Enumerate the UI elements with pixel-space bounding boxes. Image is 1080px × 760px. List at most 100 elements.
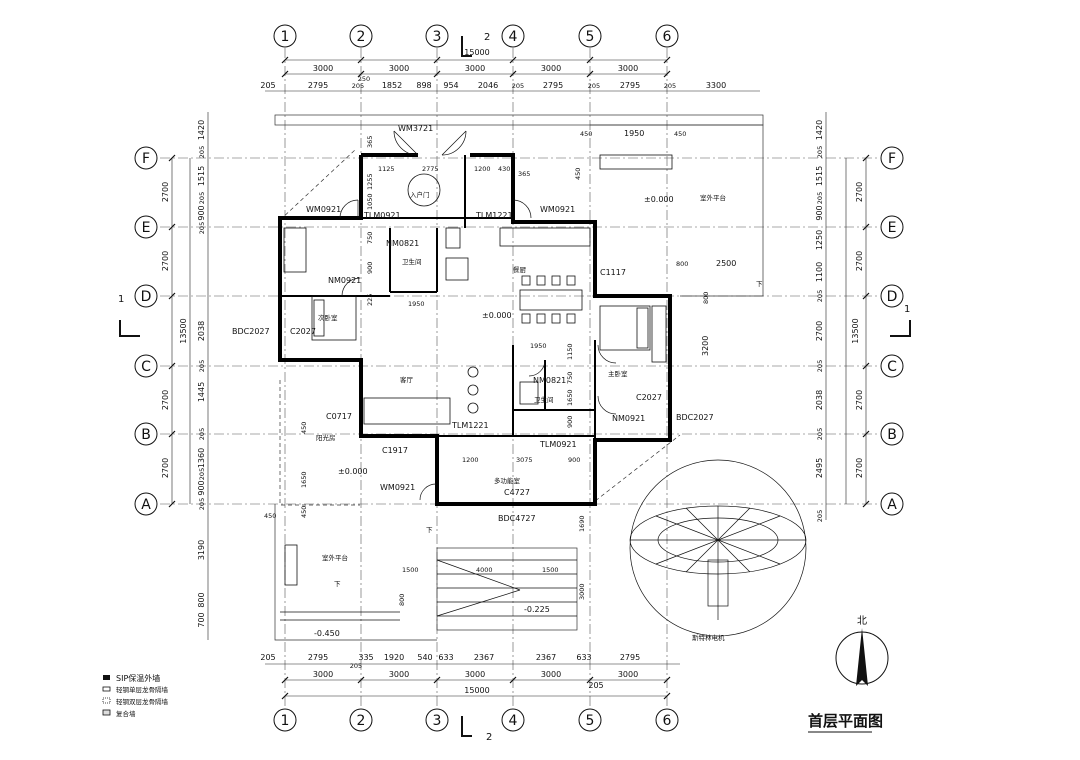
- idim-800-c: 800: [398, 594, 406, 606]
- tag-wm3721: WM3721: [398, 124, 433, 133]
- axis-bubbles-bottom: [273, 708, 679, 732]
- dim-left-detail-9: 1445: [197, 382, 206, 402]
- dim-top-detail-8: 2046: [478, 81, 498, 90]
- dim-bottom-bay-2: 3000: [389, 670, 409, 679]
- down-1: 下: [756, 280, 763, 288]
- dim-left-detail-17: 800: [197, 592, 206, 607]
- idim-1150: 1150: [566, 343, 574, 360]
- room-bathroom-2: 卫生间: [534, 395, 554, 404]
- legend-swatch-sip: [103, 675, 110, 680]
- idim-1125: 1125: [378, 165, 395, 173]
- idim-450-e: 450: [300, 506, 308, 518]
- dim-right-detail-4: 205: [816, 192, 824, 204]
- tag-bdc2027-l: BDC2027: [232, 327, 270, 336]
- dim-left-detail-7: 2038: [197, 321, 206, 341]
- dim-top-detail-11: 205: [588, 82, 600, 90]
- dim-bottom-bay-3: 3000: [465, 670, 485, 679]
- axis-bubbles-left: [134, 146, 158, 516]
- idim-1255: 1255: [366, 173, 374, 190]
- furniture: [283, 154, 673, 586]
- dim-right-bay-2: 2700: [855, 251, 864, 271]
- dim-top-detail-2: 2795: [308, 81, 328, 90]
- tag-nm0821-n: NM0821: [386, 239, 419, 248]
- tag-tlm0921: TLM0921: [363, 211, 401, 220]
- idim-900-b: 900: [566, 416, 574, 428]
- dim-top-bay-3: 3000: [465, 64, 485, 73]
- dim-left-total: 13500: [179, 318, 188, 343]
- idim-450-b: 450: [674, 130, 686, 138]
- idim-450-c: 450: [574, 168, 582, 180]
- tag-nm0821-s: NM0821: [533, 376, 566, 385]
- idim-365-a: 365: [366, 136, 374, 148]
- legend-item-3: 轻钢双层龙骨隔墙: [116, 697, 169, 706]
- idim-1500-a: 1500: [402, 566, 419, 574]
- room-bathroom-1: 卫生间: [402, 257, 422, 266]
- dim-top-detail-6: 898: [416, 81, 431, 90]
- section-marker-top: [461, 36, 472, 57]
- door-swings: [339, 130, 617, 501]
- dim-left-detail-4: 205: [198, 192, 206, 204]
- drawing-title: 首层平面图: [808, 712, 883, 730]
- elev-terrace-sw: -0.450: [314, 629, 340, 638]
- axis-grid-lines: [160, 48, 880, 708]
- dim-left-detail-16: 700: [197, 612, 206, 627]
- idim-750: 750: [366, 232, 374, 244]
- axis-label-right-F: F: [888, 151, 896, 167]
- dim-bottom-detail-8: 2367: [474, 653, 494, 662]
- idim-1950-a: 1950: [624, 129, 644, 138]
- dim-left-detail-1: 1420: [197, 120, 206, 140]
- idim-1500-b: 1500: [542, 566, 559, 574]
- tag-tlm0921-s: TLM0921: [539, 440, 577, 449]
- north-label: 北: [857, 615, 867, 627]
- axis-label-left-F: F: [142, 151, 150, 167]
- axis-label-bottom-6: 6: [663, 713, 672, 729]
- room-kitchen: 餐厨: [513, 265, 527, 274]
- dim-left-bay-2: 2700: [161, 251, 170, 271]
- section-marker-bottom-label: 2: [486, 732, 492, 743]
- idim-900-a: 900: [366, 262, 374, 274]
- dim-top-bay-1: 3000: [313, 64, 333, 73]
- tag-c4727: C4727: [504, 488, 530, 497]
- tag-c0717: C0717: [326, 412, 352, 421]
- idim-800-b: 800: [702, 292, 710, 304]
- axis-label-top-3: 3: [433, 29, 442, 45]
- idim-2500: 2500: [716, 259, 736, 268]
- idim-1650: 1650: [300, 471, 308, 488]
- dim-left-bay-4: 2700: [161, 458, 170, 478]
- interior-walls: [280, 155, 596, 440]
- dim-left-detail-14: 205: [198, 498, 206, 510]
- dim-top-detail-9: 205: [512, 82, 524, 90]
- idim-1200-b: 1200: [462, 456, 479, 464]
- tag-c1117: C1117: [600, 268, 626, 277]
- dim-bottom-detail-9: 2367: [536, 653, 556, 662]
- dim-top-detail-13: 205: [664, 82, 676, 90]
- down-3: 下: [334, 580, 341, 588]
- dim-bottom-bay-4: 3000: [541, 670, 561, 679]
- dim-top-bay-4: 3000: [541, 64, 561, 73]
- dim-left-detail-5: 900: [197, 205, 206, 220]
- dim-top-detail-14: 3300: [706, 81, 726, 90]
- dim-right-detail-12: 205: [816, 428, 824, 440]
- dim-right-bay-1: 2700: [855, 182, 864, 202]
- dim-right-detail-14: 205: [816, 510, 824, 522]
- dim-right-detail-13: 2495: [815, 458, 824, 478]
- idim-1200-a: 1200: [474, 165, 491, 173]
- tag-c1917: C1917: [382, 446, 408, 455]
- dim-bottom-detail-7: 633: [438, 653, 453, 662]
- section-marker-bottom: [461, 716, 472, 737]
- idim-4000: 4000: [476, 566, 493, 574]
- room-second-bedroom: 次卧室: [318, 313, 338, 322]
- axis-label-left-A: A: [141, 497, 151, 513]
- idim-450-d: 450: [300, 422, 308, 434]
- idim-450-a: 450: [580, 130, 592, 138]
- dashed-overhangs: [279, 149, 681, 506]
- dim-bottom-total: 15000: [464, 686, 489, 695]
- idim-2775: 2775: [422, 165, 439, 173]
- dim-right-detail-9: 2700: [815, 321, 824, 341]
- idim-430: 430: [498, 165, 510, 173]
- idim-3075: 3075: [516, 456, 533, 464]
- tag-wm0921-s: WM0921: [380, 483, 415, 492]
- room-living-room: 客厅: [400, 375, 414, 384]
- elev-stair: -0.225: [524, 605, 550, 614]
- idim-1050: 1050: [366, 193, 374, 210]
